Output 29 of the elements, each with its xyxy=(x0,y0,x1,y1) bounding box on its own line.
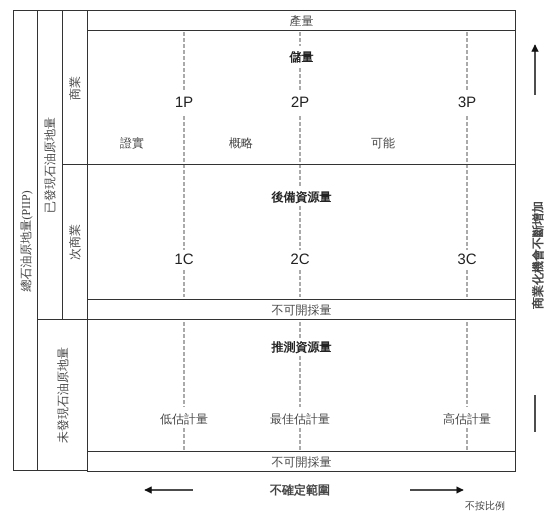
category-label: 概略 xyxy=(229,136,253,150)
class-label: 不可開採量 xyxy=(272,455,332,469)
category-label: 證實 xyxy=(120,136,144,150)
category-column xyxy=(13,10,38,471)
category-label: 3P xyxy=(458,96,476,110)
class-label: 已發現石油原地量 xyxy=(43,117,57,213)
estimate-label: 低估計量 xyxy=(160,412,208,426)
category-label: 2P xyxy=(290,96,310,110)
class-label: 不可開採量 xyxy=(272,303,332,317)
estimate-label: 高估計量 xyxy=(443,412,491,426)
category-label: 1P xyxy=(174,96,194,110)
class-label: 總石油原地量(PIIP) xyxy=(18,190,32,292)
class-band xyxy=(87,451,516,472)
class-heading: 推測資源量 xyxy=(272,340,332,354)
class-label: 產量 xyxy=(290,14,314,28)
class-band xyxy=(87,10,516,31)
class-label: 次商業 xyxy=(68,224,82,260)
axis-title: 商業化機會不斷增加 xyxy=(531,201,545,309)
category-label: 2C xyxy=(290,253,310,267)
class-label: 未發現石油原地量 xyxy=(56,347,70,443)
category-label: 可能 xyxy=(371,136,395,150)
class-heading: 後備資源量 xyxy=(272,190,332,204)
class-heading: 儲量 xyxy=(290,50,314,64)
class-label: 商業 xyxy=(68,76,82,100)
axis-title: 不確定範圍 xyxy=(270,483,330,497)
category-label: 3C xyxy=(457,253,477,267)
note: 不按比例 xyxy=(465,500,505,513)
estimate-label: 最佳估計量 xyxy=(270,412,330,426)
category-label: 1C xyxy=(174,253,194,267)
